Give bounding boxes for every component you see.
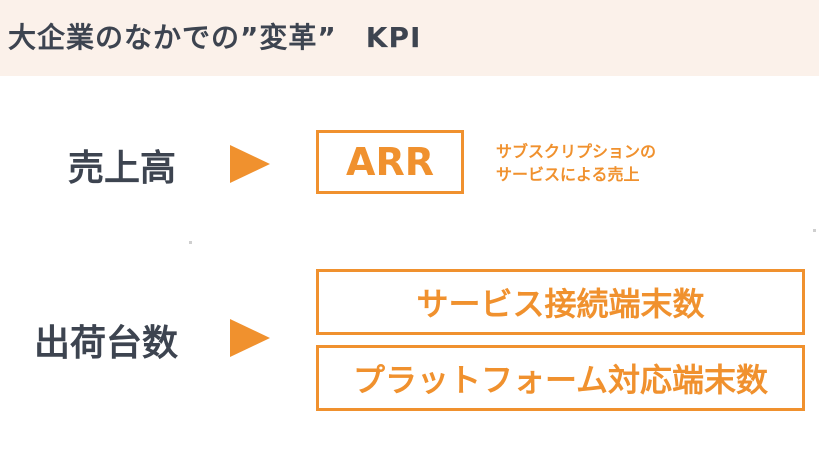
kpi-box-platform-devices: プラットフォーム対応端末数 — [316, 345, 805, 411]
slide-header: 大企業のなかでの”変革” KPI — [0, 0, 819, 76]
row-label-shipments: 出荷台数 — [34, 323, 179, 364]
decorative-dot — [813, 229, 816, 232]
right-arrow-icon — [230, 319, 270, 357]
slide-title: 大企業のなかでの”変革” KPI — [8, 21, 422, 54]
kpi-box-arr: ARR — [316, 130, 464, 194]
kpi-note-line: サブスクリプションの — [496, 142, 657, 161]
kpi-box-label: プラットフォーム対応端末数 — [352, 361, 769, 399]
right-arrow-icon — [230, 145, 270, 183]
row-label-sales: 売上高 — [68, 148, 177, 189]
kpi-note: サブスクリプションの サービスによる売上 — [496, 140, 656, 186]
kpi-box-service-devices: サービス接続端末数 — [316, 269, 805, 335]
decorative-dot — [189, 241, 192, 244]
kpi-box-label: サービス接続端末数 — [416, 285, 705, 323]
kpi-box-label: ARR — [346, 140, 434, 184]
kpi-note-line: サービスによる売上 — [496, 165, 640, 184]
